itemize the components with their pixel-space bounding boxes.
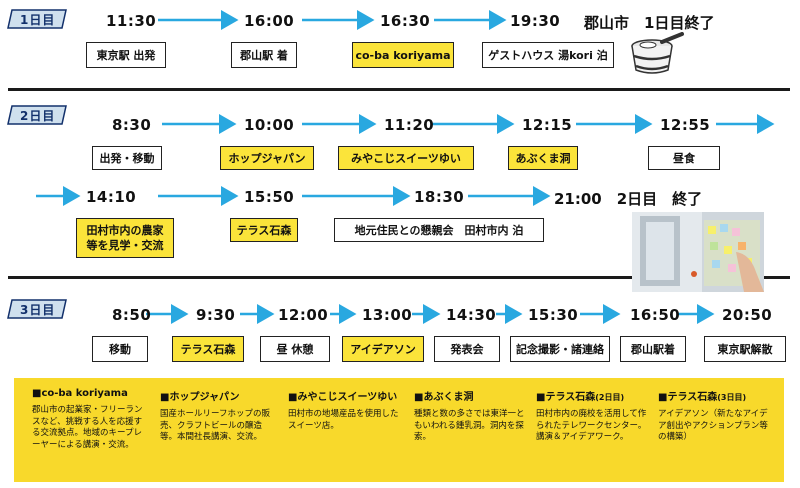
day2-item: みやこじスイーツゆい xyxy=(338,146,474,170)
day1-item: co-ba koriyama xyxy=(352,42,454,68)
day2-item: 地元住民との懇親会 田村市内 泊 xyxy=(334,218,544,242)
day1-tag: 1日目 xyxy=(6,8,70,30)
legend-body: 田村市の地場産品を使用したスイーツ店。 xyxy=(288,409,399,431)
day3-item: 昼 休憩 xyxy=(260,336,330,362)
day2-time: 14:10 xyxy=(86,188,137,206)
day3-item: アイデアソン xyxy=(342,336,424,362)
day2-tag-label: 2日目 xyxy=(20,109,56,123)
day2-item: 出発・移動 xyxy=(92,146,162,170)
legend-title-sub: (2日目) xyxy=(595,393,625,402)
legend-panel: ■co-ba koriyama 郡山市の起業家・フリーランスなど、挑戦する人を応… xyxy=(14,378,784,482)
legend-item: ■co-ba koriyama 郡山市の起業家・フリーランスなど、挑戦する人を応… xyxy=(32,388,150,451)
day2-item-farm: 田村市内の農家 等を見学・交流 xyxy=(76,218,174,258)
day3-tag: 3日目 xyxy=(6,298,70,320)
day2-tag: 2日目 xyxy=(6,104,70,126)
day2-item-line: 田村市内の農家 xyxy=(86,224,164,237)
legend-title: ■テラス石森 xyxy=(536,392,596,403)
day3-time: 12:00 xyxy=(278,306,329,324)
legend-title: ■ホップジャパン xyxy=(160,392,240,403)
legend-title: ■テラス石森 xyxy=(658,392,718,403)
day2-time: 12:15 xyxy=(522,116,573,134)
legend-body: アイデアソン（新たなアイデア創出やアクションプラン等の構築） xyxy=(658,409,768,442)
day3-item: 記念撮影・諸連絡 xyxy=(510,336,610,362)
day3-item: 東京駅解散 xyxy=(704,336,786,362)
day1-item: 東京駅 出発 xyxy=(86,42,166,68)
day2-time: 18:30 xyxy=(414,188,465,206)
wooden-bucket-icon xyxy=(631,32,684,74)
day2-item: テラス石森 xyxy=(230,218,298,242)
legend-item: ■テラス石森(2日目) 田村市内の廃校を活用して作られたテレワークセンター。講演… xyxy=(536,388,654,444)
sticky-notes-photo xyxy=(632,212,764,292)
day2-time: 15:50 xyxy=(244,188,295,206)
legend-item: ■みやこじスイーツゆい 田村市の地場産品を使用したスイーツ店。 xyxy=(288,388,406,432)
day3-tag-label: 3日目 xyxy=(20,303,56,317)
legend-item: ■ホップジャパン 国産ホールリーフホップの販売、クラフトビールの醸造等。本間社長… xyxy=(160,388,278,444)
day3-time: 14:30 xyxy=(446,306,497,324)
day2-time: 11:20 xyxy=(384,116,435,134)
day1-time: 16:00 xyxy=(244,12,295,30)
day3-time: 20:50 xyxy=(722,306,773,324)
legend-title-sub: (3日目) xyxy=(717,393,747,402)
day2-time: 12:55 xyxy=(660,116,711,134)
day1-time: 16:30 xyxy=(380,12,431,30)
legend-title: ■あぶくま洞 xyxy=(414,392,474,403)
day2-item: ホップジャパン xyxy=(220,146,314,170)
day-divider-2 xyxy=(8,276,790,279)
day3-item: 移動 xyxy=(92,336,148,362)
day2-end-note: 21:00 2日目 終了 xyxy=(554,190,703,208)
day3-item: 郡山駅着 xyxy=(620,336,686,362)
day1-item: ゲストハウス 湯kori 泊 xyxy=(482,42,614,68)
day1-time: 19:30 xyxy=(510,12,561,30)
day3-time: 13:00 xyxy=(362,306,413,324)
legend-body: 国産ホールリーフホップの販売、クラフトビールの醸造等。本間社長講演、交流。 xyxy=(160,409,270,442)
day2-time: 8:30 xyxy=(112,116,152,134)
legend-title-row: ■テラス石森(3日目) xyxy=(658,388,776,403)
day-divider-1 xyxy=(8,88,790,91)
legend-body: 田村市内の廃校を活用して作られたテレワークセンター。講演＆アイデアワーク。 xyxy=(536,409,647,442)
day1-end-note: 郡山市 1日目終了 xyxy=(584,14,715,32)
day1-time: 11:30 xyxy=(106,12,157,30)
day2-item: あぶくま洞 xyxy=(508,146,578,170)
day2-item-line: 等を見学・交流 xyxy=(86,239,164,252)
day3-item: 発表会 xyxy=(434,336,500,362)
day1-item: 郡山駅 着 xyxy=(231,42,297,68)
day2-time: 10:00 xyxy=(244,116,295,134)
legend-item: ■テラス石森(3日目) アイデアソン（新たなアイデア創出やアクションプラン等の構… xyxy=(658,388,776,444)
legend-body: 郡山市の起業家・フリーランスなど、挑戦する人を応援する交流拠点。地域のキープレー… xyxy=(32,405,143,450)
day2-item: 昼食 xyxy=(648,146,720,170)
legend-title: ■みやこじスイーツゆい xyxy=(288,392,398,403)
day3-time: 8:50 xyxy=(112,306,152,324)
day3-time: 15:30 xyxy=(528,306,579,324)
day1-tag-label: 1日目 xyxy=(20,13,56,27)
legend-title: ■co-ba koriyama xyxy=(32,388,128,399)
legend-item: ■あぶくま洞 種類と数の多さでは東洋一ともいわれる鍾乳洞。洞内を探索。 xyxy=(414,388,532,444)
day3-time: 9:30 xyxy=(196,306,236,324)
day3-item: テラス石森 xyxy=(172,336,244,362)
day3-time: 16:50 xyxy=(630,306,681,324)
legend-title-row: ■テラス石森(2日目) xyxy=(536,388,654,403)
legend-body: 種類と数の多さでは東洋一ともいわれる鍾乳洞。洞内を探索。 xyxy=(414,409,525,442)
